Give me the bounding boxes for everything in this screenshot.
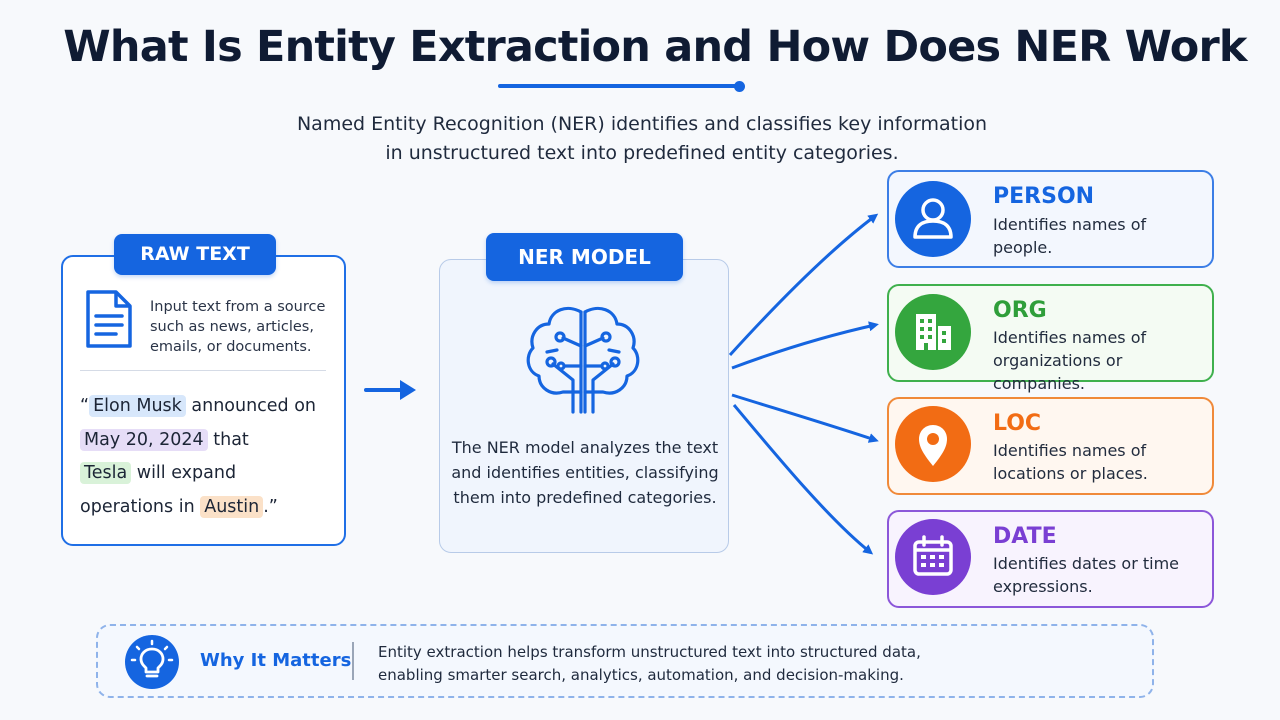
ner-model-label: NER MODEL [486,233,683,281]
entity-highlight-loc: Austin [200,495,264,518]
page-title: What Is Entity Extraction and How Does N… [63,22,1247,72]
entity-description-person: Identifies names of people. [993,215,1147,257]
sentence-text: operations in [80,496,201,517]
calendar-icon [895,519,971,595]
page-subtitle: Named Entity Recognition (NER) identifie… [0,110,1280,168]
person-icon [895,181,971,257]
brain-circuit-icon [523,300,643,420]
map-pin-icon [895,406,971,482]
quote-close: .” [263,496,278,517]
title-underline [498,84,738,88]
connector-arrows [728,213,879,555]
why-divider [352,642,354,680]
ner-model-description: The NER model analyzes the text and iden… [451,438,719,507]
document-icon [84,288,134,350]
raw-text-divider [80,370,326,371]
building-icon [895,294,971,370]
sentence-text: that [207,429,249,450]
title-underline-dot [734,81,745,92]
entity-title-loc: LOC [993,411,1042,436]
entity-highlight-org: Tesla [80,462,132,484]
entity-description-date: Identifies dates or time expressions. [993,554,1180,596]
why-text-line-1: Entity extraction helps transform unstru… [378,643,921,661]
entity-highlight-date: May 20, 2024 [80,428,208,451]
entity-title-person: PERSON [993,184,1095,209]
why-it-matters-title: Why It Matters [200,650,352,671]
entity-description-loc: Identifies names of locations or places. [993,441,1148,483]
why-it-matters-box [96,624,1154,698]
entity-highlight-person: Elon Musk [89,395,186,417]
subtitle-line-2: in unstructured text into predefined ent… [385,142,899,164]
raw-text-description: Input text from a source such as news, a… [150,299,326,355]
why-text-line-2: enabling smarter search, analytics, auto… [378,666,904,684]
arrow-right-icon [362,376,422,404]
quote-open: “ [80,396,90,416]
entity-description-org: Identifies names of organizations or com… [993,328,1147,393]
entity-title-org: ORG [993,298,1047,323]
lightbulb-icon [125,635,179,689]
why-it-matters-text: Entity extraction helps transform unstru… [378,641,1118,687]
example-sentence: “Elon Musk announced on May 20, 2024 tha… [80,390,340,524]
raw-text-label: RAW TEXT [114,234,276,275]
sentence-text: announced on [185,396,317,416]
sentence-text: will expand [131,463,237,483]
subtitle-line-1: Named Entity Recognition (NER) identifie… [296,113,988,135]
entity-title-date: DATE [993,524,1057,549]
